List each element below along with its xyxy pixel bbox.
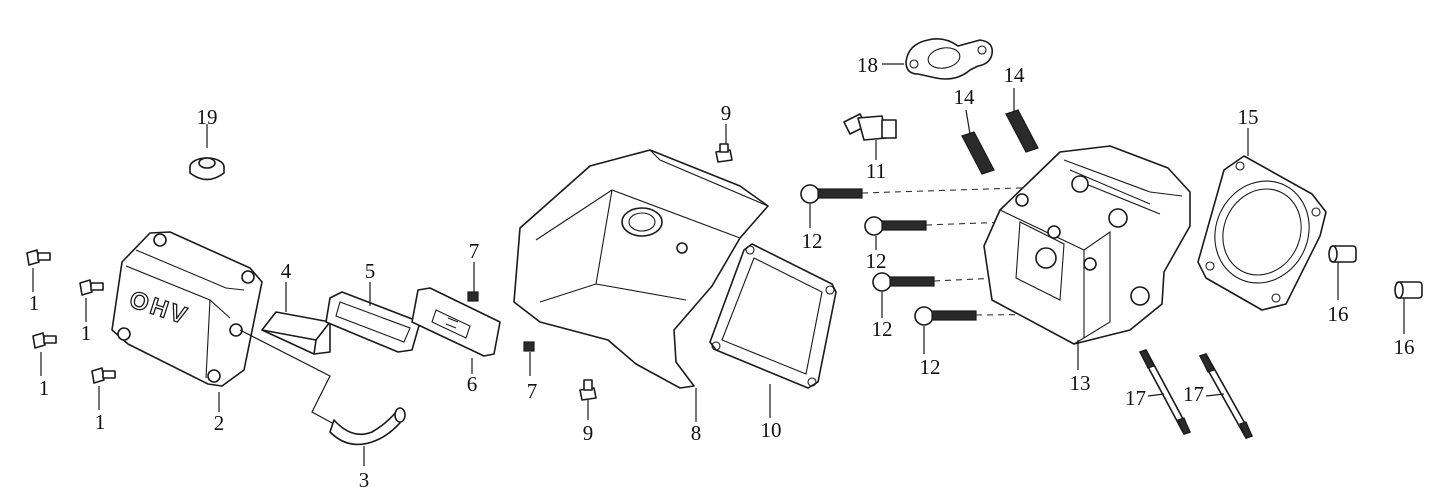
part-8-air-shroud xyxy=(513,149,769,389)
part-14-pin-right xyxy=(1005,109,1039,153)
part-12-head-bolt-a xyxy=(800,184,1083,204)
callout-10: 10 xyxy=(761,418,782,442)
callout-1-c: 1 xyxy=(39,376,50,400)
callout-1-b: 1 xyxy=(81,321,92,345)
part-1-bolt-a xyxy=(26,249,51,266)
callout-7-bottom: 7 xyxy=(527,379,538,403)
part-7-bolt-b xyxy=(523,341,535,352)
part-18-exhaust-gasket xyxy=(905,38,994,80)
callout-5: 5 xyxy=(365,259,376,283)
part-9-bolt-bottom xyxy=(579,379,597,401)
callout-12-d: 12 xyxy=(920,355,941,379)
callout-labels: 19 1 1 1 1 2 3 4 5 6 7 7 9 9 8 10 11 12 … xyxy=(29,53,1415,492)
callout-16-b: 16 xyxy=(1394,335,1415,359)
leader-lines xyxy=(32,63,1405,466)
part-1-bolt-c xyxy=(32,332,57,349)
callout-16-a: 16 xyxy=(1328,302,1349,326)
callout-1-a: 1 xyxy=(29,291,40,315)
callout-11: 11 xyxy=(866,159,886,183)
callout-17-b: 17 xyxy=(1183,382,1204,406)
part-7-bolt-a xyxy=(467,291,479,302)
callout-8: 8 xyxy=(691,421,702,445)
part-14-pin-left xyxy=(961,131,995,175)
part-1-bolt-d xyxy=(91,367,116,384)
callout-14-right: 14 xyxy=(1004,63,1026,87)
part-12-head-bolt-b xyxy=(864,216,1121,236)
part-19-grommet xyxy=(189,157,225,181)
callout-1-d: 1 xyxy=(95,410,106,434)
part-9-bolt-top xyxy=(715,143,733,163)
callout-2: 2 xyxy=(214,411,225,435)
callout-18: 18 xyxy=(857,53,878,77)
part-3-breather-hose xyxy=(239,329,406,446)
callout-14-left: 14 xyxy=(954,85,976,109)
callout-4: 4 xyxy=(281,259,292,283)
part-11-spark-plug xyxy=(843,113,897,141)
callout-12-b: 12 xyxy=(866,249,887,273)
part-4-filter-element xyxy=(261,311,331,355)
part-13-cylinder-head xyxy=(983,145,1191,345)
callout-12-c: 12 xyxy=(872,317,893,341)
part-16-sleeve-a xyxy=(1328,245,1357,263)
callout-9-bottom: 9 xyxy=(583,421,594,445)
part-16-sleeve-b xyxy=(1394,281,1423,299)
callout-17-a: 17 xyxy=(1125,386,1146,410)
callout-13: 13 xyxy=(1070,371,1091,395)
part-2-valve-cover: OHV xyxy=(111,231,263,387)
part-15-head-gasket xyxy=(1197,155,1327,311)
callout-9-top: 9 xyxy=(721,101,732,125)
part-17-stud-a xyxy=(1139,349,1191,435)
callout-15: 15 xyxy=(1238,105,1259,129)
callout-19: 19 xyxy=(197,105,218,129)
callout-12-a: 12 xyxy=(802,229,823,253)
part-17-stud-b xyxy=(1199,353,1253,439)
callout-7-top: 7 xyxy=(469,239,480,263)
part-1-bolt-b xyxy=(79,279,104,296)
callout-6: 6 xyxy=(467,372,478,396)
callout-3: 3 xyxy=(359,468,370,492)
part-6-breather-plate xyxy=(411,287,501,357)
part-10-cover-gasket xyxy=(709,243,837,389)
part-5-gasket xyxy=(325,291,421,353)
